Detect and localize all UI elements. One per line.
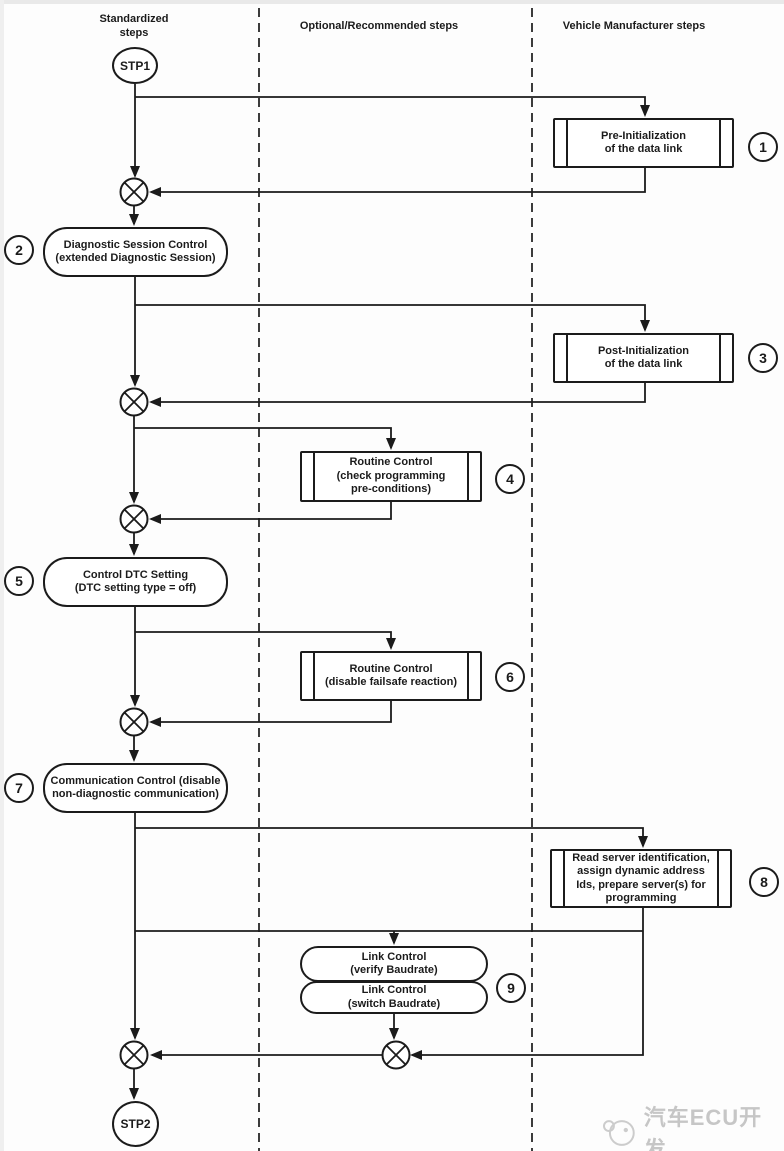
watermark: 汽车ECU开发 [602, 1100, 784, 1151]
flow-line [410, 931, 644, 1060]
junction-icon [119, 504, 149, 534]
flow-line [135, 96, 650, 117]
box-line: Ids, prepare server(s) for [576, 878, 706, 891]
step-link-control-verify: Link Control (verify Baudrate) [300, 946, 488, 982]
flow-line [149, 701, 392, 727]
step-number-8: 8 [749, 867, 779, 897]
junction-icon [119, 1040, 149, 1070]
watermark-text: 汽车ECU开发 [643, 1105, 763, 1151]
box-line: Diagnostic Session Control [63, 238, 208, 251]
box-line: Communication Control (disable [50, 774, 221, 787]
box-line: Post-Initialization [597, 344, 690, 357]
junction-icon [119, 707, 149, 737]
terminal-stp1: STP1 [112, 47, 158, 84]
step-number-9: 9 [496, 973, 526, 1003]
flow-line [134, 427, 396, 450]
step-control-dtc-setting: Control DTC Setting (DTC setting type = … [43, 557, 228, 607]
step-number-3: 3 [748, 343, 778, 373]
step-post-initialization: Post-Initialization of the data link [553, 333, 734, 383]
step-routine-control-failsafe: Routine Control (disable failsafe reacti… [300, 651, 482, 701]
box-line: Pre-Initialization [601, 129, 686, 142]
step-number-6: 6 [495, 662, 525, 692]
step-pre-initialization: Pre-Initialization of the data link [553, 118, 734, 168]
scan-edge-left [0, 0, 4, 1151]
box-line: programming [605, 891, 677, 904]
step-link-control-switch: Link Control (switch Baudrate) [300, 981, 488, 1014]
box-line: (DTC setting type = off) [74, 582, 197, 594]
flow-line [149, 383, 646, 407]
box-line: Link Control [361, 950, 427, 963]
scan-edge-top [0, 0, 784, 4]
watermark-logo-icon [602, 1120, 635, 1146]
step-diagnostic-session-control: Diagnostic Session Control (extended Dia… [43, 227, 228, 277]
box-line: Link Control [361, 984, 427, 997]
column-header-optional: Optional/Recommended steps [299, 20, 459, 32]
step-number-2: 2 [4, 235, 34, 265]
step-routine-control-check: Routine Control (check programming pre-c… [300, 451, 482, 502]
flow-line [135, 304, 650, 332]
flow-line [149, 168, 646, 197]
box-line: Read server identification, [572, 851, 710, 864]
junction-icon [381, 1040, 411, 1070]
box-line: (switch Baudrate) [347, 997, 441, 1010]
box-line: non-diagnostic communication) [52, 788, 219, 800]
box-line: (disable failsafe reaction) [324, 676, 458, 688]
step-number-5: 5 [4, 566, 34, 596]
step-number-1: 1 [748, 132, 778, 162]
junction-icon [119, 177, 149, 207]
box-line: assign dynamic address [577, 865, 705, 878]
box-line: (verify Baudrate) [350, 964, 438, 976]
box-line: Control DTC Setting [82, 568, 189, 581]
box-line: Routine Control [349, 662, 433, 675]
step-communication-control: Communication Control (disable non-diagn… [43, 763, 228, 813]
column-header-manufacturer: Vehicle Manufacturer steps [562, 20, 706, 32]
flow-line [135, 827, 648, 848]
step-read-server-identification: Read server identification, assign dynam… [550, 849, 732, 908]
flow-line [149, 502, 392, 524]
column-header-standardized: Standardized steps [99, 13, 169, 40]
box-line: (check programming [336, 469, 446, 482]
step-number-4: 4 [495, 464, 525, 494]
terminal-stp2: STP2 [112, 1101, 159, 1147]
box-line: of the data link [604, 143, 683, 155]
box-line: pre-conditions) [350, 483, 432, 496]
box-line: Routine Control [349, 456, 433, 469]
box-line: of the data link [604, 358, 683, 370]
flow-line [135, 631, 396, 650]
junction-icon [119, 387, 149, 417]
step-number-7: 7 [4, 773, 34, 803]
box-line: (extended Diagnostic Session) [55, 252, 216, 264]
